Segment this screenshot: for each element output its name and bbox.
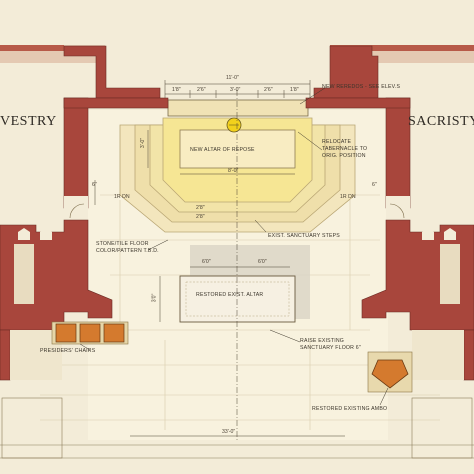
note-relocate-1: RELOCATE — [322, 139, 352, 145]
wall-niches — [14, 228, 460, 304]
reredos — [167, 99, 309, 117]
note-presiders-chairs: PRESIDERS' CHAIRS — [40, 348, 96, 354]
note-restored-altar: RESTORED EXIST. ALTAR — [196, 292, 264, 298]
dim-up-right: 6" — [372, 182, 377, 188]
dim-seg4: 2'6" — [264, 87, 273, 93]
note-floor-2: COLOR/PATTERN T.B.D. — [96, 248, 159, 254]
vestry-label: VESTRY — [0, 114, 57, 129]
dimension-lines — [94, 80, 345, 437]
apse-walls — [63, 45, 411, 209]
note-relocate-2: TABERNACLE TO — [322, 146, 368, 152]
dim-altar-side: 3'0" — [151, 293, 158, 303]
dim-repose-width: 8'-0" — [228, 168, 239, 174]
dim-seg2: 2'6" — [197, 87, 206, 93]
note-ambo: RESTORED EXISTING AMBO — [312, 406, 388, 412]
note-sanctuary-steps: EXIST. SANCTUARY STEPS — [268, 233, 340, 239]
dim-down-left: 1R DN — [114, 194, 130, 200]
communion-rail — [0, 397, 474, 459]
dim-step-r: 2'8" — [196, 205, 205, 211]
dim-seg5: 1'8" — [290, 87, 299, 93]
altar-of-repose — [179, 129, 296, 169]
dim-down-right: 1R DN — [340, 194, 356, 200]
dim-step-r2: 2'8" — [196, 214, 205, 220]
restored-altar — [179, 275, 296, 323]
dim-altar-w2: 6'0" — [258, 259, 267, 265]
note-raise-2: SANCTUARY FLOOR 6" — [300, 345, 361, 351]
dim-seg1: 1'8" — [172, 87, 181, 93]
dim-overall-top: 11'-0" — [226, 75, 239, 81]
leader-lines — [79, 87, 389, 406]
dim-left-depth: 3'-0" — [140, 137, 147, 149]
door-openings — [64, 196, 410, 220]
dim-bottom-overall: 33'-0" — [222, 429, 236, 435]
presiders-chairs — [51, 321, 129, 345]
note-new-reredos: NEW REREDOS - SEE ELEV.S — [322, 84, 401, 90]
note-floor-1: STONE/TILE FLOOR — [96, 241, 149, 247]
ambo — [367, 351, 413, 393]
sacristy-label: SACRISTY — [408, 114, 474, 129]
dim-up-left: 6" — [92, 182, 97, 188]
note-altar-of-repose: NEW ALTAR OF REPOSE — [190, 147, 255, 153]
dim-altar-w1: 6'0" — [202, 259, 211, 265]
right-aisle — [412, 330, 464, 380]
note-relocate-3: ORIG. POSITION — [322, 153, 366, 159]
note-raise-1: RAISE EXISTING — [300, 338, 345, 344]
dim-seg3: 3'-0" — [230, 87, 241, 93]
